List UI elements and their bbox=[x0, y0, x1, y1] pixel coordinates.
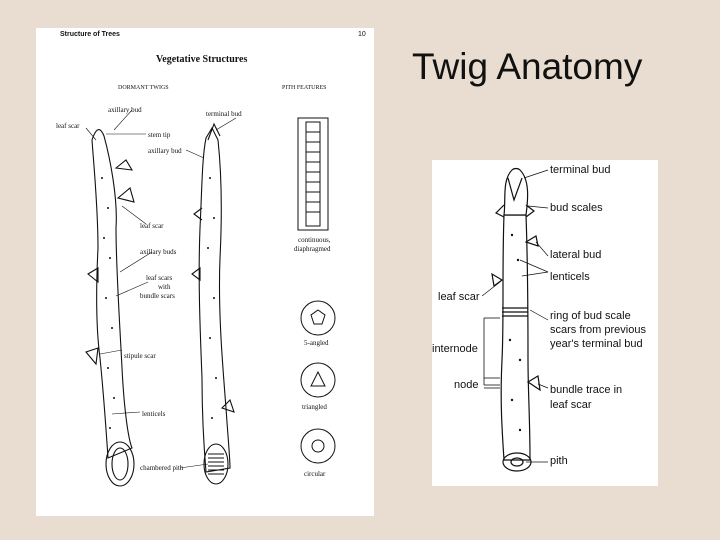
label-leaf-scars-1: leaf scars bbox=[146, 274, 173, 282]
label-lenticels: lenticels bbox=[142, 410, 166, 418]
label-bundle-2: leaf scar bbox=[550, 399, 592, 411]
label-leaf-scar: leaf scar bbox=[438, 291, 480, 303]
pith-5-angled bbox=[301, 301, 335, 335]
label-terminal-bud: terminal bud bbox=[550, 164, 611, 176]
label-diaphragmed: diaphragmed bbox=[294, 245, 331, 253]
label-bud-scales: bud scales bbox=[550, 202, 603, 214]
label-terminal-bud: terminal bud bbox=[206, 110, 242, 118]
label-node: node bbox=[454, 379, 478, 391]
col-left-heading: DORMANT TWIGS bbox=[118, 85, 169, 91]
label-axillary-buds: axillary buds bbox=[140, 248, 177, 256]
label-bundle-1: bundle trace in bbox=[550, 384, 622, 396]
label-circular: circular bbox=[304, 470, 326, 478]
label-ring-3: year's terminal bud bbox=[550, 338, 643, 350]
twig-stem bbox=[492, 169, 540, 472]
label-stem-tip: stem tip bbox=[148, 131, 171, 139]
label-stipule-scar: stipule scar bbox=[124, 352, 156, 360]
twig-two-lenticels bbox=[207, 177, 217, 419]
label-leaf-scars-3: bundle scars bbox=[140, 292, 175, 300]
header-right: 10 bbox=[358, 31, 366, 38]
header-left: Structure of Trees bbox=[60, 31, 120, 38]
pith-triangled bbox=[301, 363, 335, 397]
dormant-twigs-figure: Structure of Trees 10 Vegetative Structu… bbox=[36, 28, 374, 516]
label-lenticels: lenticels bbox=[550, 271, 590, 283]
label-triangled: triangled bbox=[302, 403, 327, 411]
label-internode: internode bbox=[432, 343, 478, 355]
right-lenticels bbox=[509, 234, 521, 431]
figure-heading: Vegetative Structures bbox=[156, 54, 247, 65]
label-axillary-bud-2: axillary bud bbox=[148, 147, 182, 155]
twig-two bbox=[192, 124, 234, 484]
label-lateral-bud: lateral bud bbox=[550, 249, 601, 261]
twig-anatomy-figure: terminal bud bud scales lateral bud lent… bbox=[432, 160, 658, 486]
twig-one bbox=[86, 130, 134, 486]
pith-diaphragmed bbox=[298, 118, 328, 230]
label-ring-1: ring of bud scale bbox=[550, 310, 631, 322]
label-5-angled: 5-angled bbox=[304, 339, 329, 347]
label-axillary-bud-1: axillary bud bbox=[108, 106, 142, 114]
label-leaf-scar-2: leaf scar bbox=[140, 222, 164, 230]
col-right-heading: PITH FEATURES bbox=[282, 85, 327, 91]
label-pith: pith bbox=[550, 455, 568, 467]
pith-circular bbox=[301, 429, 335, 463]
label-continuous: continuous, bbox=[298, 236, 331, 244]
label-leaf-scar-1: leaf scar bbox=[56, 122, 80, 130]
brackets bbox=[484, 318, 500, 388]
label-ring-2: scars from previous bbox=[550, 324, 646, 336]
label-chambered-pith: chambered pith bbox=[140, 464, 184, 472]
label-leaf-scars-2: with bbox=[158, 283, 171, 291]
slide-title: Twig Anatomy bbox=[412, 46, 682, 88]
